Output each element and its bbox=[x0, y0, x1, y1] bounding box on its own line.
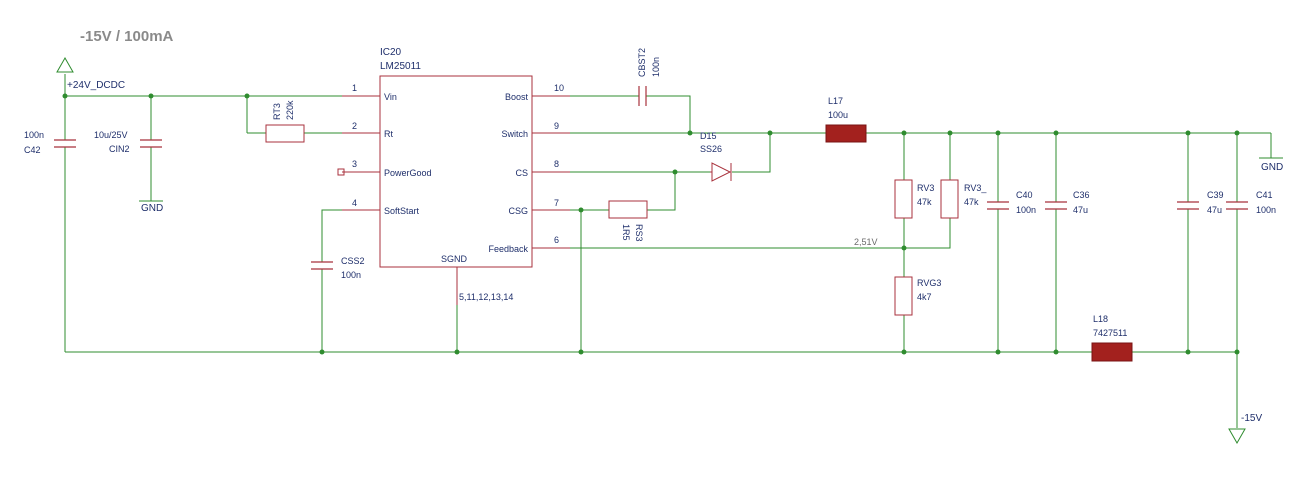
cin2-ref: CIN2 bbox=[109, 144, 130, 154]
resistor-rv3b: RV3_ 47k bbox=[940, 179, 987, 219]
resistor-rt3: RT3 220k bbox=[265, 100, 305, 143]
l17-value: 100u bbox=[828, 110, 848, 120]
l18-ref: L18 bbox=[1093, 314, 1108, 324]
ic-pin-num: 2 bbox=[352, 121, 357, 131]
capacitor-c40: C40 100n bbox=[987, 190, 1036, 215]
c39-value: 47u bbox=[1207, 205, 1222, 215]
c40-value: 100n bbox=[1016, 205, 1036, 215]
supply-24v-label: +24V_DCDC bbox=[67, 80, 125, 91]
ic-pin-name: Feedback bbox=[488, 244, 528, 254]
ic-ref: IC20 bbox=[380, 47, 402, 58]
ic-pin-num: 4 bbox=[352, 198, 357, 208]
supply-24v: +24V_DCDC bbox=[56, 56, 125, 91]
capacitor-css2: CSS2 100n bbox=[311, 256, 365, 280]
capacitor-cin2: 10u/25V CIN2 bbox=[94, 130, 162, 154]
css2-value: 100n bbox=[341, 270, 361, 280]
rv3-value: 47k bbox=[917, 197, 932, 207]
d15-ref: D15 bbox=[700, 131, 717, 141]
ic-pin-name: Vin bbox=[384, 92, 397, 102]
ic-pin-name: PowerGood bbox=[384, 168, 432, 178]
resistor-rvg3: RVG3 4k7 bbox=[894, 276, 941, 316]
rt3-value: 220k bbox=[285, 100, 295, 120]
schematic-title: -15V / 100mA bbox=[80, 28, 174, 45]
c42-value: 100n bbox=[24, 130, 44, 140]
cbst2-value: 100n bbox=[651, 57, 661, 77]
rt3-ref: RT3 bbox=[272, 103, 282, 120]
wires bbox=[64, 78, 1272, 428]
resistor-rv3: RV3 47k bbox=[894, 179, 934, 219]
rv3b-ref: RV3_ bbox=[964, 183, 987, 193]
gnd-label-out: GND bbox=[1261, 162, 1283, 173]
gnd-symbol-out: GND bbox=[1259, 157, 1283, 173]
c39-ref: C39 bbox=[1207, 190, 1224, 200]
c36-value: 47u bbox=[1073, 205, 1088, 215]
ic-sgnd-label: SGND bbox=[441, 254, 468, 264]
junctions bbox=[62, 93, 1240, 355]
ic-pin-name: Rt bbox=[384, 129, 393, 139]
d15-value: SS26 bbox=[700, 144, 722, 154]
capacitor-c39: C39 47u bbox=[1177, 190, 1224, 215]
css2-ref: CSS2 bbox=[341, 256, 365, 266]
c40-ref: C40 bbox=[1016, 190, 1033, 200]
feedback-voltage-label: 2,51V bbox=[854, 237, 878, 247]
ic-lm25011: IC20 LM25011 1 Vin 2 Rt 3 PowerGood 4 So… bbox=[337, 47, 570, 305]
capacitor-c41: C41 100n bbox=[1226, 190, 1276, 215]
ic-pin-num: 9 bbox=[554, 121, 559, 131]
rvg3-ref: RVG3 bbox=[917, 278, 941, 288]
c42-ref: C42 bbox=[24, 145, 41, 155]
cbst2-ref: CBST2 bbox=[637, 48, 647, 77]
ic-pin-num: 7 bbox=[554, 198, 559, 208]
supply-minus15v-label: -15V bbox=[1241, 413, 1262, 424]
capacitor-c36: C36 47u bbox=[1045, 190, 1090, 215]
c36-ref: C36 bbox=[1073, 190, 1090, 200]
gnd-symbol-cin: GND bbox=[139, 200, 163, 214]
ic-pin-name: CS bbox=[515, 168, 528, 178]
ic-pin-name: Boost bbox=[505, 92, 529, 102]
cin2-value: 10u/25V bbox=[94, 130, 128, 140]
l18-value: 7427511 bbox=[1093, 328, 1127, 338]
ic-pin-num: 6 bbox=[554, 235, 559, 245]
ic-pin-num: 8 bbox=[554, 159, 559, 169]
ic-value: LM25011 bbox=[380, 61, 421, 72]
inductor-l17: L17 100u bbox=[825, 96, 867, 143]
capacitor-c42: 100n C42 bbox=[24, 130, 76, 155]
ic-pin-name: SoftStart bbox=[384, 206, 420, 216]
rs3-ref: RS3 bbox=[634, 224, 644, 242]
capacitor-cbst2: CBST2 100n bbox=[637, 48, 661, 106]
c41-ref: C41 bbox=[1256, 190, 1273, 200]
ic-pin-num: 3 bbox=[352, 159, 357, 169]
supply-minus15v: -15V bbox=[1228, 413, 1262, 445]
ic-sgnd-pins: 5,11,12,13,14 bbox=[459, 292, 513, 302]
rv3b-value: 47k bbox=[964, 197, 979, 207]
rv3-ref: RV3 bbox=[917, 183, 934, 193]
resistor-rs3: 1R5 RS3 bbox=[608, 200, 648, 242]
diode-d15: D15 SS26 bbox=[700, 131, 732, 182]
c41-value: 100n bbox=[1256, 205, 1276, 215]
l17-ref: L17 bbox=[828, 96, 843, 106]
ic-pin-num: 1 bbox=[352, 83, 357, 93]
ic-pin-name: CSG bbox=[508, 206, 528, 216]
rvg3-value: 4k7 bbox=[917, 292, 932, 302]
rs3-value: 1R5 bbox=[621, 224, 631, 241]
ic-pin-name: Switch bbox=[501, 129, 528, 139]
ic-pin-num: 10 bbox=[554, 83, 564, 93]
inductor-l18: L18 7427511 bbox=[1091, 314, 1133, 362]
gnd-label-cin: GND bbox=[141, 203, 163, 214]
